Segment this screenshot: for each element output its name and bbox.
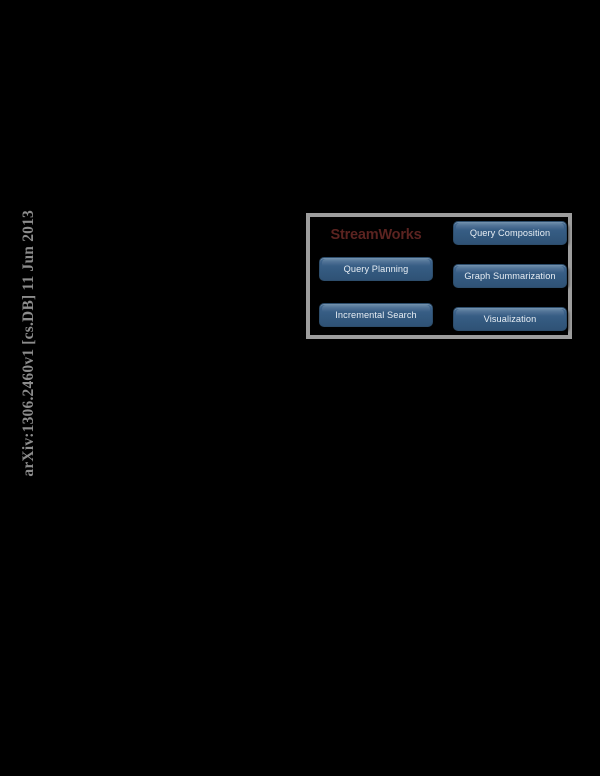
module-graph-summarization-label: Graph Summarization <box>464 271 556 281</box>
figure-left-column: StreamWorks Query Planning Incremental S… <box>319 223 433 329</box>
module-visualization-label: Visualization <box>483 314 537 324</box>
module-incremental-search-label: Incremental Search <box>335 310 417 320</box>
module-query-composition[interactable]: Query Composition <box>453 221 567 245</box>
figure-right-column: Query Composition Graph Summarization Vi… <box>453 221 567 331</box>
arxiv-stamp: arXiv:1306.2460v1 [cs.DB] 11 Jun 2013 <box>13 210 45 570</box>
module-query-planning-label: Query Planning <box>343 264 409 274</box>
streamworks-title: StreamWorks <box>330 226 422 243</box>
module-graph-summarization[interactable]: Graph Summarization <box>453 264 567 288</box>
arxiv-stamp-text: arXiv:1306.2460v1 [cs.DB] 11 Jun 2013 <box>20 210 37 477</box>
module-query-planning[interactable]: Query Planning <box>319 257 433 281</box>
module-visualization[interactable]: Visualization <box>453 307 567 331</box>
module-query-composition-label: Query Composition <box>469 228 551 238</box>
module-incremental-search[interactable]: Incremental Search <box>319 303 433 327</box>
figure-inner: StreamWorks Query Planning Incremental S… <box>310 217 568 335</box>
streamworks-architecture-figure: StreamWorks Query Planning Incremental S… <box>306 213 572 339</box>
